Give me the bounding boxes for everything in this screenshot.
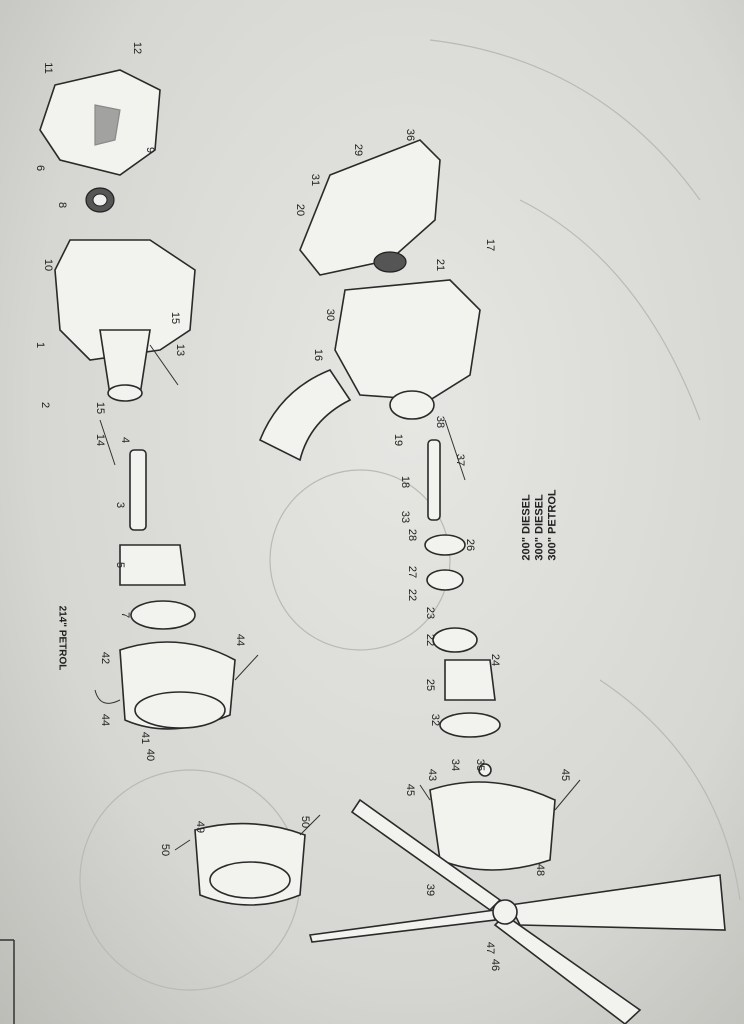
part-number: 19 <box>392 433 404 447</box>
part-number: 33 <box>399 510 411 524</box>
part-number: 8 <box>56 201 68 209</box>
ghost-housing <box>269 469 451 651</box>
part-number: 3 <box>114 501 126 509</box>
part-number: 4 <box>119 436 131 444</box>
part-number: 16 <box>312 348 324 362</box>
part-number: 45 <box>404 783 416 797</box>
part-number: 44 <box>234 633 246 647</box>
part-number: 17 <box>484 238 496 252</box>
part-number: 24 <box>489 653 501 667</box>
part-number: 2 <box>39 401 51 409</box>
pump-body-300 <box>258 279 481 481</box>
part-number: 14 <box>94 433 106 447</box>
variant-label: 300" PETROL <box>546 489 559 561</box>
part-number: 22 <box>406 588 418 602</box>
part-number: 11 <box>42 62 54 74</box>
spindle-214 <box>119 449 196 630</box>
variant-labels-300: 200" DIESEL 300" DIESEL 300" PETROL <box>521 489 560 560</box>
part-number: 9 <box>144 146 156 154</box>
cover-plate-214 <box>39 69 161 213</box>
pulley-50 <box>174 814 321 906</box>
part-number: 48 <box>534 863 546 877</box>
spindle-300 <box>424 439 501 777</box>
part-number: 43 <box>426 768 438 782</box>
part-number: 39 <box>424 883 436 897</box>
part-number: 42 <box>99 651 111 665</box>
part-number: 50 <box>299 815 311 829</box>
part-number: 25 <box>424 678 436 692</box>
part-number: 44 <box>99 713 111 727</box>
part-number: 26 <box>464 538 476 552</box>
cover-plate-300 <box>299 139 441 276</box>
ghost-lines <box>429 39 741 901</box>
part-number: 31 <box>309 173 321 187</box>
part-number: 23 <box>424 606 436 620</box>
part-number: 32 <box>429 713 441 727</box>
part-number: 5 <box>114 561 126 569</box>
part-number: 29 <box>352 143 364 157</box>
part-number: 41 <box>139 731 151 745</box>
part-number: 1 <box>34 341 46 349</box>
part-number: 13 <box>174 343 186 357</box>
part-number: 18 <box>399 475 411 489</box>
part-number: 10 <box>42 258 54 272</box>
part-number: 15 <box>94 401 106 415</box>
part-number: 28 <box>406 528 418 542</box>
part-number: 45 <box>559 768 571 782</box>
part-number: 35 <box>474 758 486 772</box>
part-number: 20 <box>294 203 306 217</box>
part-number: 22 <box>424 633 436 647</box>
fan-pulley-300 <box>419 779 581 871</box>
part-number: 21 <box>434 258 446 272</box>
part-number: 49 <box>194 820 206 834</box>
variant-label: 300" DIESEL <box>533 494 546 561</box>
part-number: 36 <box>404 128 416 142</box>
part-number: 50 <box>159 843 171 857</box>
part-number: 38 <box>434 415 446 429</box>
variant-label-214-petrol: 214" PETROL <box>56 605 68 671</box>
part-number: 27 <box>406 565 418 579</box>
part-number: 15 <box>169 311 181 325</box>
part-number: 30 <box>324 308 336 322</box>
part-number: 40 <box>144 748 156 762</box>
part-number: 34 <box>449 758 461 772</box>
variant-label: 200" DIESEL <box>520 494 533 561</box>
pump-body-214 <box>54 239 196 466</box>
part-number: 47 <box>484 941 496 955</box>
part-number: 12 <box>131 41 143 55</box>
fan-blades <box>308 798 726 1024</box>
fan-pulley-214 <box>94 641 259 730</box>
part-number: 6 <box>34 164 46 172</box>
part-number: 46 <box>489 958 501 972</box>
part-number: 37 <box>454 453 466 467</box>
part-number: 7 <box>119 611 131 619</box>
